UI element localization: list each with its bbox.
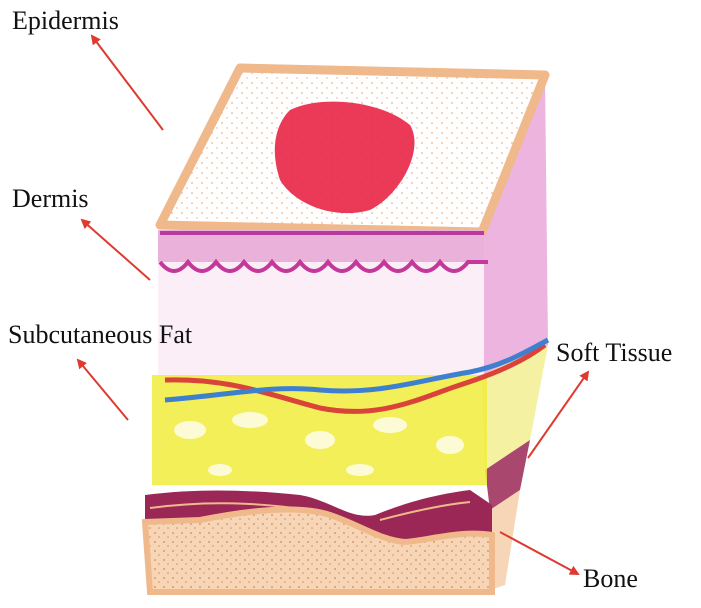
label-dermis: Dermis	[12, 186, 89, 212]
epidermis-top-face	[160, 68, 545, 232]
arrow-bone	[500, 532, 578, 574]
dermis-layer	[158, 230, 488, 380]
label-bone: Bone	[583, 566, 638, 592]
label-soft-tissue: Soft Tissue	[556, 340, 672, 366]
arrow-dermis	[82, 220, 150, 280]
arrow-epidermis	[92, 36, 163, 130]
label-subcutaneous-fat: Subcutaneous Fat	[8, 322, 192, 348]
label-epidermis: Epidermis	[12, 8, 119, 34]
arrow-subcutaneous-fat	[78, 360, 128, 420]
